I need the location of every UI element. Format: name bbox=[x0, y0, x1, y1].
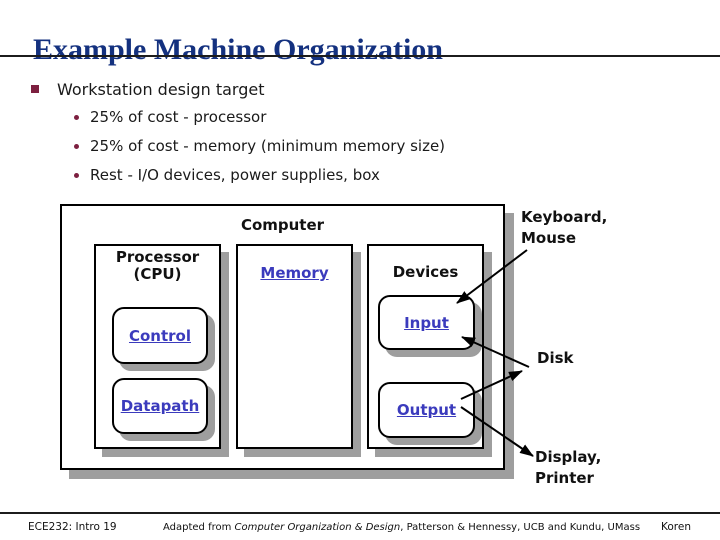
bullet-text: 25% of cost - processor bbox=[90, 108, 267, 126]
footer-credit-suffix: , Patterson & Hennessy, UCB and Kundu, U… bbox=[400, 522, 641, 533]
processor-label: Processor (CPU) bbox=[96, 249, 219, 283]
processor-cpu-box: Processor (CPU) Control Datapath bbox=[94, 244, 221, 449]
devices-label: Devices bbox=[392, 263, 459, 281]
page-title: Example Machine Organization bbox=[33, 33, 443, 67]
dot-bullet-icon bbox=[74, 173, 79, 178]
display-printer-label: Display, Printer bbox=[535, 447, 601, 489]
display-printer-line2: Printer bbox=[535, 469, 594, 487]
memory-box[interactable]: Memory bbox=[236, 244, 353, 449]
keyboard-mouse-line2: Mouse bbox=[521, 229, 577, 247]
footer-divider bbox=[0, 512, 720, 514]
devices-box: Devices Input Output bbox=[367, 244, 484, 449]
computer-label: Computer bbox=[240, 216, 325, 234]
control-box[interactable]: Control bbox=[112, 307, 208, 364]
footer-credit-prefix: Adapted from bbox=[163, 522, 235, 533]
disk-label: Disk bbox=[537, 349, 574, 367]
bullet-text: Workstation design target bbox=[57, 80, 265, 99]
dot-bullet-icon bbox=[74, 144, 79, 149]
keyboard-mouse-line1: Keyboard, bbox=[521, 208, 608, 226]
footer-credit-book-title: Computer Organization & Design bbox=[234, 522, 401, 533]
computer-box: Computer Processor (CPU) Control Datapat… bbox=[60, 204, 505, 470]
memory-link[interactable]: Memory bbox=[260, 264, 329, 282]
footer-credit: Adapted from Computer Organization & Des… bbox=[163, 522, 640, 533]
input-box[interactable]: Input bbox=[378, 295, 475, 350]
dot-bullet-icon bbox=[74, 115, 79, 120]
bullet-text: 25% of cost - memory (minimum memory siz… bbox=[90, 137, 446, 155]
bullet-list: Workstation design target 25% of cost - … bbox=[0, 80, 712, 195]
bullet-text: Rest - I/O devices, power supplies, box bbox=[90, 166, 380, 184]
datapath-link[interactable]: Datapath bbox=[120, 397, 200, 415]
footer-course-label: ECE232: Intro 19 bbox=[28, 521, 117, 533]
output-link[interactable]: Output bbox=[396, 401, 457, 419]
footer-author-label: Koren bbox=[661, 521, 691, 533]
datapath-box[interactable]: Datapath bbox=[112, 378, 208, 434]
processor-label-line1: Processor bbox=[115, 248, 200, 266]
display-printer-line1: Display, bbox=[535, 448, 602, 466]
bullet-item-level2: 25% of cost - processor bbox=[0, 108, 712, 137]
square-bullet-icon bbox=[31, 85, 39, 93]
input-link[interactable]: Input bbox=[404, 313, 449, 332]
bullet-item-level2: 25% of cost - memory (minimum memory siz… bbox=[0, 137, 712, 166]
control-link[interactable]: Control bbox=[128, 326, 191, 345]
title-divider bbox=[0, 55, 720, 57]
bullet-item-level2: Rest - I/O devices, power supplies, box bbox=[0, 166, 712, 195]
keyboard-mouse-label: Keyboard, Mouse bbox=[521, 207, 607, 249]
processor-label-line2: (CPU) bbox=[133, 265, 182, 283]
bullet-item-level1: Workstation design target bbox=[0, 80, 712, 108]
output-box[interactable]: Output bbox=[378, 382, 475, 438]
